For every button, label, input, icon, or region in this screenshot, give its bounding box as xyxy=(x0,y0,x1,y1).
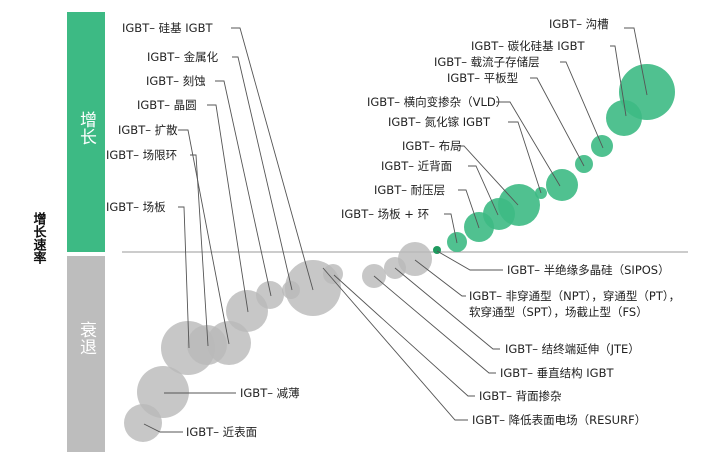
label-igbt-etching: IGBT– 刻蚀 xyxy=(146,74,206,88)
label-igbt-carrier-storage: IGBT– 载流子存储层 xyxy=(434,55,540,69)
label-igbt-gan: IGBT– 氮化镓 IGBT xyxy=(388,115,491,129)
label-igbt-vld: IGBT– 横向变掺杂（VLD） xyxy=(367,95,507,109)
label-igbt-field-plate-ring: IGBT– 场板 + 环 xyxy=(341,207,429,221)
label-igbt-silicon-based: IGBT– 硅基 IGBT xyxy=(122,21,213,35)
y-axis-label: 增长速率 xyxy=(31,211,47,265)
label-igbt-planar: IGBT– 平板型 xyxy=(447,71,518,85)
label-igbt-near-back: IGBT– 近背面 xyxy=(381,159,452,173)
label-igbt-trench: IGBT– 沟槽 xyxy=(549,17,609,31)
label-igbt-field-plate: IGBT– 场板 xyxy=(106,200,166,214)
label-igbt-voltage-layer: IGBT– 耐压层 xyxy=(374,183,445,197)
label-igbt-layout: IGBT– 布局 xyxy=(402,139,462,153)
bubble-igbt-etching xyxy=(256,281,284,309)
bubble-igbt-jte xyxy=(398,242,432,276)
label-igbt-npt-pt-line2: 软穿通型（SPT），场截止型（FS） xyxy=(469,305,648,319)
label-igbt-vertical-structure: IGBT– 垂直结构 IGBT xyxy=(500,366,614,380)
label-igbt-back-doping: IGBT– 背面掺杂 xyxy=(479,389,562,403)
label-igbt-sic: IGBT– 碳化硅基 IGBT xyxy=(471,39,585,53)
label-igbt-sipos: IGBT– 半绝缘多晶硅（SIPOS） xyxy=(507,263,670,277)
bubble-igbt-thinning xyxy=(137,366,189,418)
label-igbt-npt-pt-line1: IGBT– 非穿通型（NPT），穿通型（PT）， xyxy=(469,289,680,303)
decline-band-label: 衰退 xyxy=(76,321,97,355)
bubble-igbt-planar xyxy=(575,155,593,173)
label-igbt-wafer: IGBT– 晶圆 xyxy=(137,98,197,112)
label-igbt-jte: IGBT– 结终端延伸（JTE） xyxy=(505,342,640,356)
label-igbt-diffusion: IGBT– 扩散 xyxy=(118,123,178,137)
label-igbt-metallization: IGBT– 金属化 xyxy=(147,50,219,64)
bubble-igbt-vld xyxy=(546,169,578,201)
growth-band-label: 增长 xyxy=(76,111,97,145)
growth-band xyxy=(67,12,105,252)
label-igbt-thinning: IGBT– 减薄 xyxy=(240,386,300,400)
decline-band xyxy=(67,256,105,452)
label-igbt-field-limiting-ring: IGBT– 场限环 xyxy=(106,148,177,162)
bubble-igbt-trench xyxy=(619,64,675,120)
label-igbt-near-surface: IGBT– 近表面 xyxy=(186,425,257,439)
label-igbt-resurf: IGBT– 降低表面电场（RESURF） xyxy=(472,413,646,427)
